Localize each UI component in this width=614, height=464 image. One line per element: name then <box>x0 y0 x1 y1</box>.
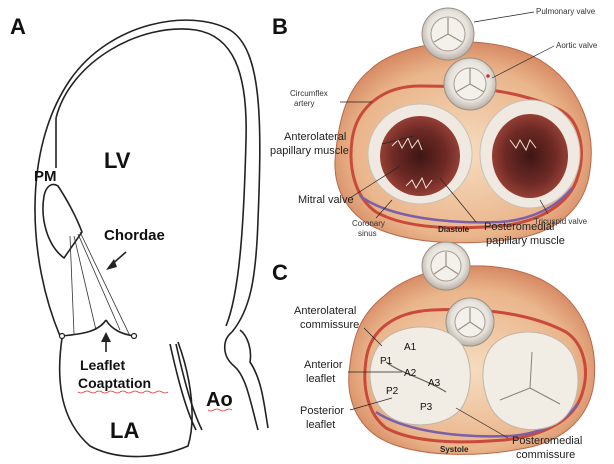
coaptation-line-c <box>385 361 447 393</box>
tricuspid-leader <box>539 199 549 215</box>
annulus-node-left <box>58 332 66 340</box>
pulmonary-valve-label: Pulmonary valve <box>536 7 596 16</box>
posteromedial-comm-label-1: Posteromedial <box>512 435 582 447</box>
av-groove-b <box>349 84 583 230</box>
diastole-label: Diastole <box>438 225 470 234</box>
la-label: LA <box>110 418 139 443</box>
tricuspid-valve-closed <box>482 331 579 431</box>
anterior-leaflet-label-1: Anterior <box>304 359 343 371</box>
posterior-leaflet-leader <box>349 397 393 411</box>
anterior-leaflet-label-2: leaflet <box>306 373 335 385</box>
coronary-sinus-leader <box>375 199 393 219</box>
circumflex-label-1: Circumflex <box>290 89 328 98</box>
pm-label: PM <box>34 168 57 185</box>
aorta-wall-left-inner <box>175 343 203 431</box>
panel-b: B <box>270 7 598 247</box>
posterior-leaflet-label-1: Posterior <box>300 405 344 417</box>
segment-p2: P2 <box>386 386 399 397</box>
coaptation-label-1: Leaflet <box>80 357 125 373</box>
anterolateral-comm-label-1: Anterolateral <box>294 305 356 317</box>
coronary-sinus-label-2: sinus <box>358 229 377 238</box>
chordae-line-3 <box>77 233 121 331</box>
segment-p1: P1 <box>380 356 393 367</box>
anterolateral-comm-label-2: commissure <box>300 319 359 331</box>
systole-label: Systole <box>440 445 469 454</box>
ao-underline <box>207 408 233 412</box>
segment-a2: A2 <box>404 368 417 379</box>
aortic-valve-c <box>445 297 495 347</box>
aortic-valve-label: Aortic valve <box>556 41 598 50</box>
posterior-leaflet-line <box>105 319 135 337</box>
panel-a: A PM LV Chordae Leaflet Coaptation LA <box>10 14 269 458</box>
panel-a-letter: A <box>10 14 26 39</box>
chordae-label: Chordae <box>104 227 165 244</box>
segment-a3: A3 <box>428 378 441 389</box>
chordae-line-2 <box>73 235 97 331</box>
av-groove-c <box>363 308 587 444</box>
mitral-valve-leader <box>349 165 401 199</box>
mitral-valve-label: Mitral valve <box>298 194 354 206</box>
coronary-sinus-b <box>359 187 573 224</box>
tricuspid-valve-open <box>479 99 581 209</box>
anterolateral-pm-leader <box>381 135 415 145</box>
lv-label: LV <box>104 148 131 173</box>
aortic-valve-b <box>443 57 497 111</box>
tricuspid-valve-label: Tricuspid valve <box>534 217 588 226</box>
aorta-wall-left <box>169 343 197 431</box>
aortic-leader <box>491 45 555 79</box>
panel-b-letter: B <box>272 14 288 39</box>
pulmonary-leader <box>473 11 535 23</box>
anterolateral-pm-label-1: Anterolateral <box>284 131 346 143</box>
lv-inner-wall <box>55 28 247 327</box>
mitral-valve-open <box>367 103 473 205</box>
circumflex-label-2: artery <box>294 99 314 108</box>
chordae-line-4 <box>79 231 131 337</box>
pulmonary-valve-c <box>421 241 471 291</box>
annulus-node-right <box>130 332 138 340</box>
posteromedial-pm-label-2: papillary muscle <box>486 235 565 247</box>
segment-a1: A1 <box>404 342 417 353</box>
anterolateral-pm-label-2: papillary muscle <box>270 145 349 157</box>
segment-p3: P3 <box>420 402 433 413</box>
anterior-leaflet-line <box>61 319 107 337</box>
posterior-leaflet-label-2: leaflet <box>306 419 335 431</box>
chordae-line-1 <box>69 235 75 335</box>
coaptation-arrow-head <box>101 332 111 342</box>
chordae-arrow-head <box>106 259 117 270</box>
panel-c-letter: C <box>272 260 288 285</box>
ao-label: Ao <box>206 389 233 411</box>
anterolateral-comm-leader <box>363 327 383 347</box>
coaptation-underline <box>77 390 169 394</box>
panel-c: C A1 A2 A3 P1 P2 <box>272 241 596 461</box>
posteromedial-pm-leader <box>439 177 477 223</box>
aorta-wall-right-inner <box>239 329 269 429</box>
posteromedial-comm-leader <box>455 407 509 439</box>
lv-outer-wall <box>34 19 261 337</box>
coaptation-label-2: Coaptation <box>78 375 151 391</box>
aorta-wall-right <box>223 331 259 431</box>
posteromedial-comm-label-2: commissure <box>516 449 575 461</box>
pulmonary-valve-b <box>421 7 475 61</box>
posteromedial-pm-label-1: Posteromedial <box>484 221 554 233</box>
coronary-sinus-label-1: Coronary <box>352 219 385 228</box>
papillary-muscle <box>42 183 83 260</box>
